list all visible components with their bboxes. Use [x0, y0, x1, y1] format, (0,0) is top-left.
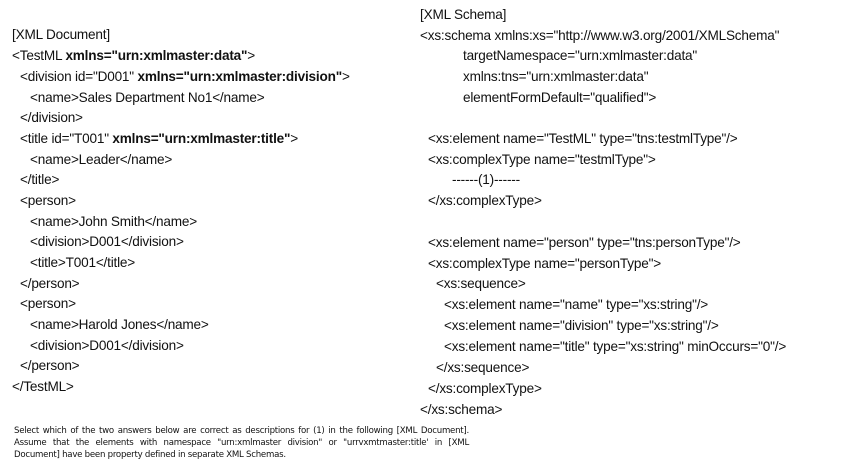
- code-segment-bold: xmlns="urn:xmlmaster:data": [65, 48, 248, 63]
- code-line: <division>D001</division>: [30, 338, 184, 354]
- code-segment: </TestML>: [12, 379, 74, 394]
- code-segment: <xs:schema xmlns:xs="http://www.w3.org/2…: [420, 28, 780, 43]
- code-segment: <xs:element name="TestML" type="tns:test…: [428, 131, 738, 146]
- code-segment-bold: xmlns="urn:xmlmaster:title": [112, 131, 291, 146]
- code-line: </TestML>: [12, 379, 74, 395]
- code-line: ------(1)------: [452, 172, 520, 188]
- code-line: <xs:element name="name" type="xs:string"…: [444, 297, 708, 313]
- code-segment: </xs:sequence>: [436, 360, 530, 375]
- code-line: <xs:element name="TestML" type="tns:test…: [428, 131, 738, 147]
- code-segment: elementFormDefault="qualified">: [463, 90, 657, 105]
- code-segment: <title>T001</title>: [30, 255, 136, 270]
- code-segment: <name>Leader</name>: [30, 152, 173, 167]
- code-segment: <name>John Smith</name>: [30, 214, 197, 229]
- code-segment: <division id="D001": [20, 69, 138, 84]
- code-line: <name>Sales Department No1</name>: [30, 90, 265, 106]
- code-segment: <xs:element name="title" type="xs:string…: [444, 339, 787, 354]
- code-segment: <division>D001</division>: [30, 234, 184, 249]
- code-segment: </xs:complexType>: [428, 381, 542, 396]
- code-line: <person>: [20, 193, 76, 209]
- code-segment: <name>Sales Department No1</name>: [30, 90, 265, 105]
- code-line: <division>D001</division>: [30, 234, 184, 250]
- code-line: <name>John Smith</name>: [30, 214, 197, 230]
- code-segment: </person>: [20, 276, 80, 291]
- xml-document-heading: [XML Document]: [12, 27, 110, 42]
- code-line: </xs:complexType>: [428, 193, 542, 209]
- code-line: <xs:schema xmlns:xs="http://www.w3.org/2…: [420, 28, 779, 44]
- code-segment: ------(1)------: [452, 172, 520, 187]
- code-line: <TestML xmlns="urn:xmlmaster:data">: [12, 48, 255, 64]
- code-segment: <xs:element name="name" type="xs:string"…: [444, 297, 709, 312]
- code-segment: </person>: [20, 358, 80, 373]
- code-segment: <title id="T001": [20, 131, 113, 146]
- code-line: </xs:schema>: [420, 402, 502, 418]
- code-segment: <xs:complexType name="personType">: [428, 256, 661, 271]
- code-line: targetNamespace="urn:xmlmaster:data": [463, 48, 697, 64]
- code-segment: >: [247, 48, 256, 63]
- code-segment: </division>: [20, 110, 83, 125]
- code-segment: >: [341, 69, 350, 84]
- code-line: </xs:sequence>: [436, 360, 529, 376]
- code-segment: <xs:element name="division" type="xs:str…: [444, 318, 719, 333]
- code-segment: <xs:element name="person" type="tns:pers…: [428, 235, 741, 250]
- code-line: elementFormDefault="qualified">: [463, 90, 656, 106]
- code-line: </division>: [20, 110, 83, 126]
- xml-schema-heading: [XML Schema]: [420, 7, 507, 22]
- code-line: <xs:element name="division" type="xs:str…: [444, 318, 719, 334]
- code-line: </xs:complexType>: [428, 381, 542, 397]
- code-line: xmlns:tns="urn:xmlmaster:data": [463, 69, 649, 85]
- code-line: <xs:complexType name="personType">: [428, 256, 661, 272]
- code-segment: <xs:sequence>: [436, 276, 526, 291]
- code-line: <name>Leader</name>: [30, 152, 172, 168]
- code-line: <title id="T001" xmlns="urn:xmlmaster:ti…: [20, 131, 298, 147]
- code-line: </person>: [20, 358, 80, 374]
- code-line: </person>: [20, 276, 80, 292]
- code-segment: <name>Harold Jones</name>: [30, 317, 209, 332]
- code-line: <xs:sequence>: [436, 276, 526, 292]
- code-segment: </title>: [20, 172, 60, 187]
- code-line: <xs:complexType name="testmlType">: [428, 152, 656, 168]
- code-line: </title>: [20, 172, 59, 188]
- code-segment: <person>: [20, 193, 76, 208]
- code-segment: >: [290, 131, 298, 146]
- code-segment-bold: xmlns="urn:xmlmaster:division": [137, 69, 343, 84]
- code-line: <division id="D001" xmlns="urn:xmlmaster…: [20, 69, 350, 85]
- code-segment: </xs:complexType>: [428, 193, 542, 208]
- code-line: <name>Harold Jones</name>: [30, 317, 209, 333]
- question-text: Select which of the two answers below ar…: [14, 426, 469, 460]
- code-segment: xmlns:tns="urn:xmlmaster:data": [463, 69, 649, 84]
- code-line: <title>T001</title>: [30, 255, 135, 271]
- code-line: <xs:element name="person" type="tns:pers…: [428, 235, 741, 251]
- code-segment: <person>: [20, 296, 76, 311]
- code-line: <xs:element name="title" type="xs:string…: [444, 339, 786, 355]
- code-segment: </xs:schema>: [420, 402, 503, 417]
- code-segment: <xs:complexType name="testmlType">: [428, 152, 656, 167]
- code-line: <person>: [20, 296, 76, 312]
- code-segment: <TestML: [12, 48, 66, 63]
- code-segment: <division>D001</division>: [30, 338, 184, 353]
- code-segment: targetNamespace="urn:xmlmaster:data": [463, 48, 698, 63]
